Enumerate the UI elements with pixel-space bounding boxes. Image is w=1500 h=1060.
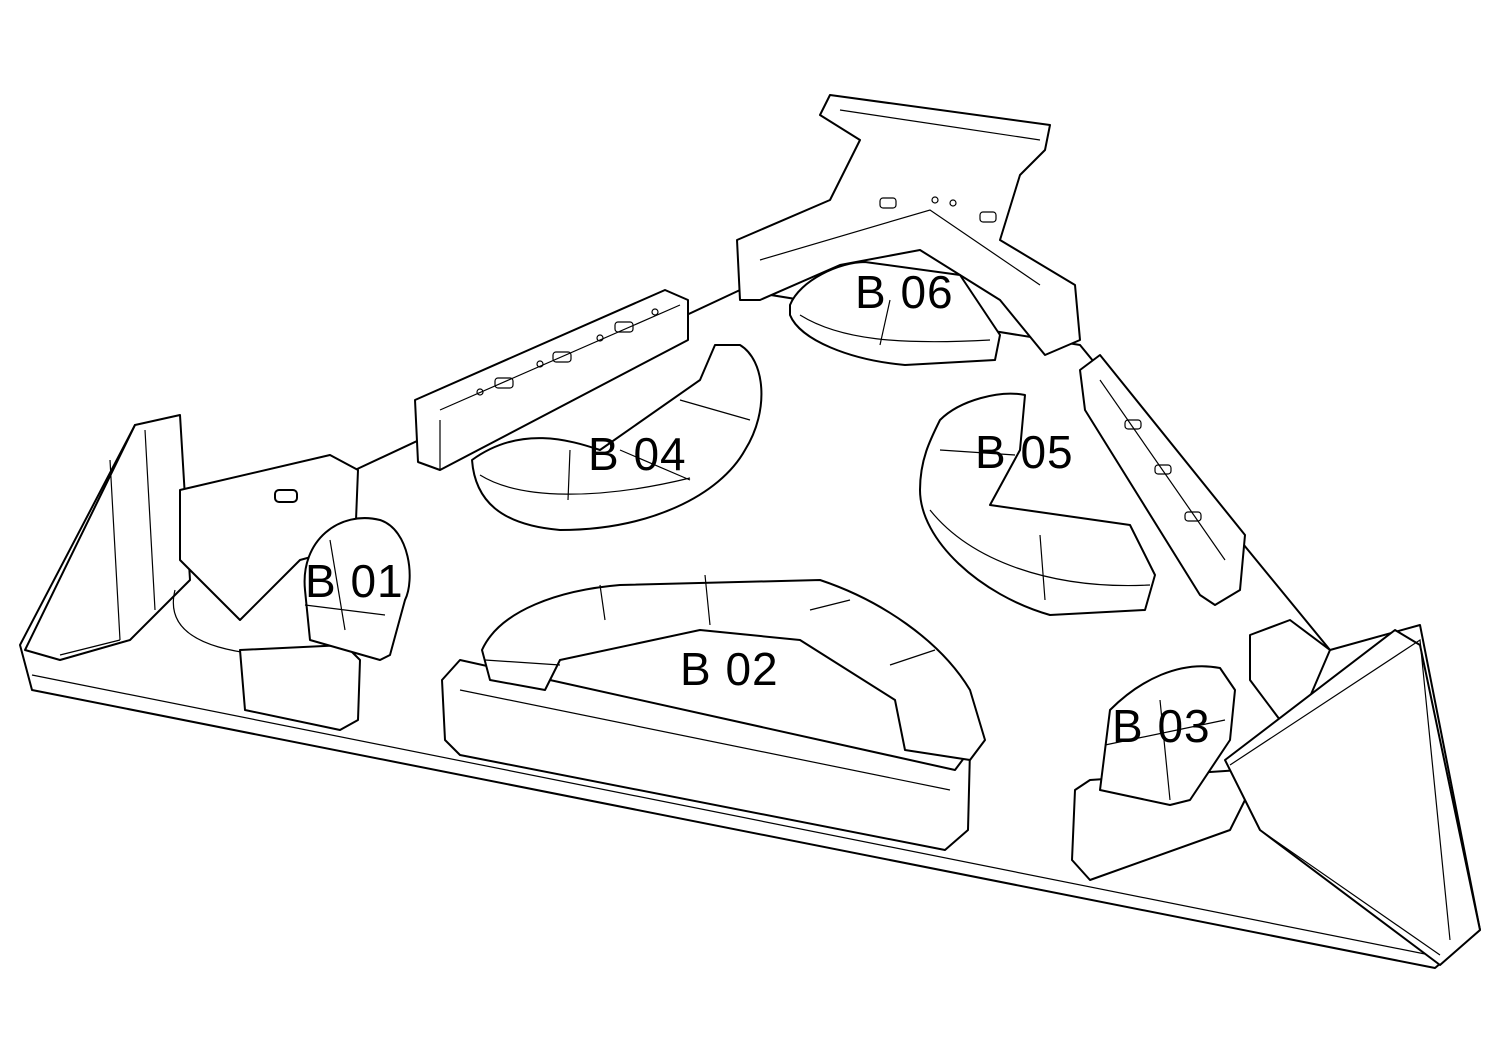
label-b02: B 02 bbox=[680, 643, 779, 695]
part-b01: B 01 bbox=[239, 517, 411, 731]
label-b05: B 05 bbox=[975, 426, 1074, 478]
label-b03: B 03 bbox=[1112, 700, 1211, 752]
part-b06: B 06 bbox=[736, 94, 1081, 366]
label-b04: B 04 bbox=[588, 428, 687, 480]
right-rail bbox=[1079, 354, 1246, 606]
part-b04: B 04 bbox=[471, 344, 763, 531]
part-b05: B 05 bbox=[919, 392, 1156, 616]
part-b02: B 02 bbox=[441, 574, 986, 851]
label-b01: B 01 bbox=[305, 555, 404, 607]
label-b06: B 06 bbox=[855, 266, 954, 318]
plate-bottom-edge bbox=[31, 674, 1431, 956]
left-funnel bbox=[24, 414, 359, 661]
top-left-rail bbox=[414, 289, 689, 471]
part-b03: B 03 bbox=[1071, 619, 1481, 966]
